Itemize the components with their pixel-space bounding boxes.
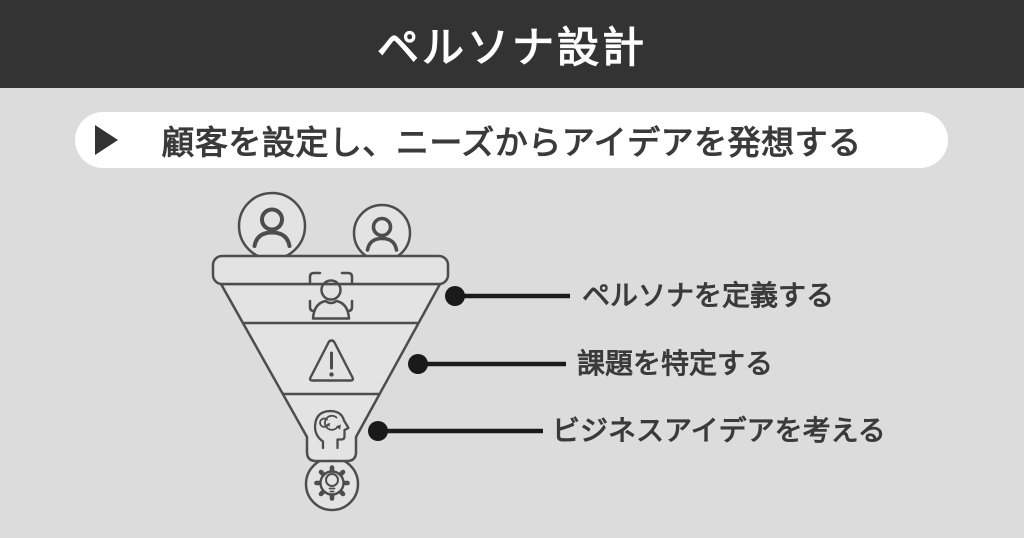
- user-icon: [237, 191, 307, 261]
- header-bar: ペルソナ設計: [0, 0, 1024, 88]
- warning-icon: [308, 339, 355, 382]
- subtitle-banner: 顧客を設定し、ニーズからアイデアを発想する: [75, 112, 948, 168]
- funnel-rim: [211, 254, 450, 286]
- connector-line: [445, 286, 570, 306]
- gear-lightbulb-icon: [314, 465, 350, 501]
- thinking-head-icon: [313, 409, 350, 450]
- connector-line: [408, 354, 566, 374]
- persona-focus-icon: [308, 271, 354, 320]
- connector-line: [368, 421, 543, 441]
- subtitle-text: 顧客を設定し、ニーズからアイデアを発想する: [161, 124, 862, 161]
- funnel-stage-label: ビジネスアイデアを考える: [552, 415, 886, 446]
- user-icon: [352, 203, 412, 263]
- funnel-stage-label: ペルソナを定義する: [582, 280, 835, 311]
- page-title: ペルソナ設計: [376, 23, 647, 71]
- play-triangle-icon: [95, 125, 118, 155]
- funnel-body: [219, 282, 442, 463]
- funnel-stage-label: 課題を特定する: [577, 348, 774, 379]
